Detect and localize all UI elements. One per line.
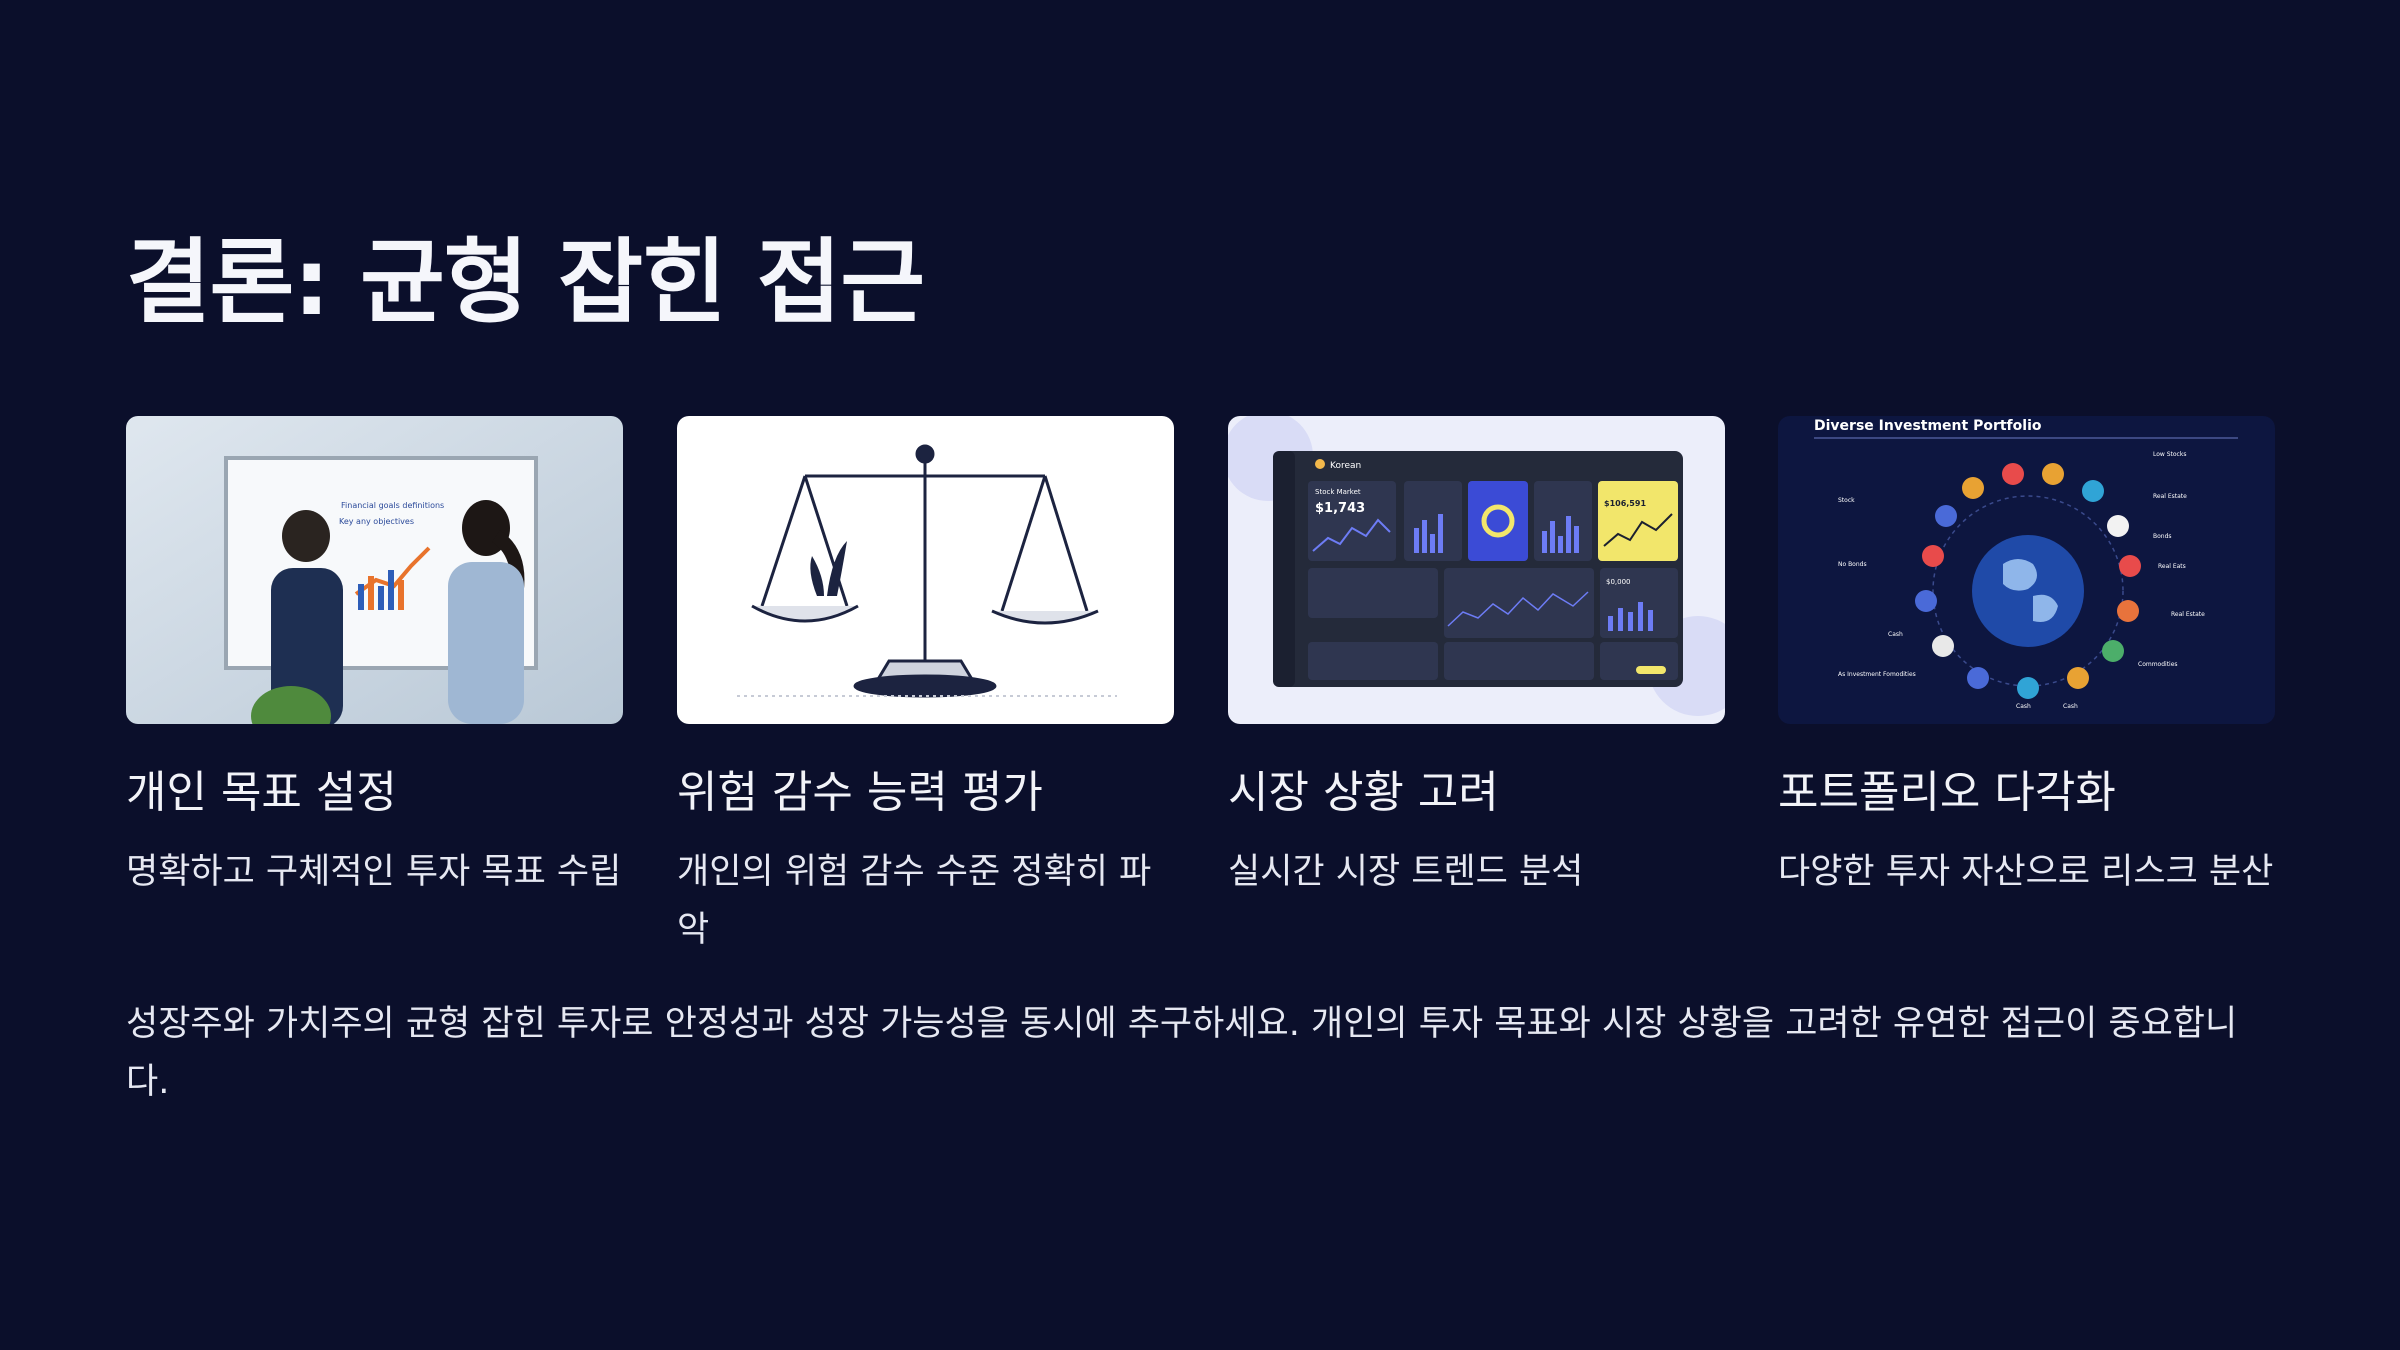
card-portfolio-diversification: Diverse Investment Portfolio xyxy=(1778,416,2275,901)
card-market-conditions: Korean Stock Market $1,743 $106,591 xyxy=(1228,416,1725,901)
dashboard-brand: Korean xyxy=(1330,461,1361,471)
card-title: 시장 상황 고려 xyxy=(1228,767,1499,818)
label-1: Low Stocks xyxy=(2153,451,2186,458)
card-description: 개인의 위험 감수 수준 정확히 파악 xyxy=(677,852,1152,951)
card-description: 실시간 시장 트렌드 분석 xyxy=(1228,852,1584,893)
card-title: 위험 감수 능력 평가 xyxy=(677,767,1043,818)
whiteboard-text-1: Financial goals definitions xyxy=(341,501,444,510)
infographic-heading: Diverse Investment Portfolio xyxy=(1814,418,2042,434)
stock-dashboard-illustration-icon: Korean Stock Market $1,743 $106,591 xyxy=(1228,416,1725,724)
label-5: No Bonds xyxy=(1838,561,1867,568)
card-description: 명확하고 구체적인 투자 목표 수립 xyxy=(126,852,622,893)
label-3: Stock xyxy=(1838,497,1855,504)
label-9: Commodities xyxy=(2138,661,2178,668)
card-risk-assessment: 위험 감수 능력 평가 개인의 위험 감수 수준 정확히 파악 xyxy=(677,416,1174,959)
label-12: Cash xyxy=(2063,703,2078,710)
label-4: Bonds xyxy=(2153,533,2172,540)
diversified-portfolio-globe-infographic-icon: Diverse Investment Portfolio xyxy=(1778,416,2275,724)
label-11: Cash xyxy=(2016,703,2031,710)
card-title: 포트폴리오 다각화 xyxy=(1778,767,2116,818)
whiteboard-planning-photo-icon: Financial goals definitions Key any obje… xyxy=(126,416,623,724)
label-2: Real Estate xyxy=(2153,493,2187,500)
dashboard-value: $1,743 xyxy=(1315,501,1365,516)
slide-title: 결론: 균형 잡힌 접근 xyxy=(126,229,925,336)
card-description: 다양한 투자 자산으로 리스크 분산 xyxy=(1778,852,2274,893)
whiteboard-text-2: Key any objectives xyxy=(339,517,414,526)
dashboard-value-2: $106,591 xyxy=(1604,499,1646,508)
dashboard-heading: Stock Market xyxy=(1315,488,1361,496)
label-8: Real Estate xyxy=(2171,611,2205,618)
summary-text: 성장주와 가치주의 균형 잡힌 투자로 안정성과 성장 가능성을 동시에 추구하… xyxy=(126,1004,2238,1102)
balance-scale-illustration-icon xyxy=(677,416,1174,724)
label-7: Cash xyxy=(1888,631,1903,638)
label-6: Real Eats xyxy=(2158,563,2186,570)
dashboard-value-3: $0,000 xyxy=(1606,578,1631,586)
label-10: As Investment Fomodities xyxy=(1838,671,1916,678)
card-personal-goals: Financial goals definitions Key any obje… xyxy=(126,416,623,901)
card-title: 개인 목표 설정 xyxy=(126,767,397,818)
